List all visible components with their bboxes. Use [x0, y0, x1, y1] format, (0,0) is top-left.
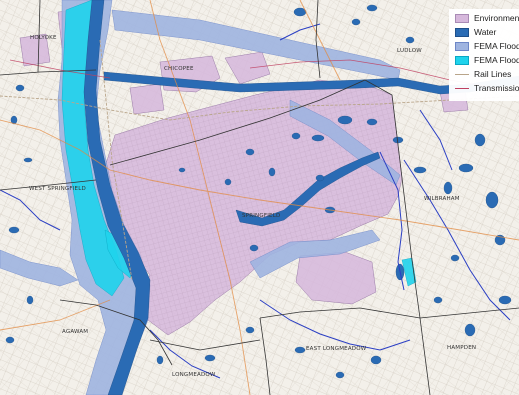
transmission-lines-swatch [455, 84, 469, 93]
label-chicopee: CHICOPEE [164, 66, 194, 72]
legend-item-rail-lines: Rail Lines [455, 68, 511, 80]
legend-label: Rail Lines [474, 69, 512, 79]
environmental-justice-swatch [455, 13, 469, 23]
label-longmeadow: LONGMEADOW [172, 372, 216, 378]
legend-item-environmental-justice: Environmental Justice [455, 12, 519, 24]
legend-label: Water [474, 27, 497, 37]
label-agawam: AGAWAM [62, 329, 88, 335]
label-holyoke: HOLYOKE [30, 35, 57, 41]
label-west-springfield: WEST SPRINGFIELD [29, 186, 86, 192]
town-labels: HOLYOKE CHICOPEE LUDLOW WEST SPRINGFIELD… [29, 35, 476, 378]
legend-label: Transmission Lines [474, 83, 519, 93]
label-wilbraham: WILBRAHAM [424, 196, 460, 202]
legend-item-fema-floodway: FEMA Floodway [455, 54, 519, 66]
label-ludlow: LUDLOW [397, 48, 422, 54]
fema-floodway-swatch [455, 55, 469, 65]
rail-lines [0, 39, 519, 281]
legend-item-water: Water [455, 26, 496, 38]
legend-item-fema-flood-zone: FEMA Flood Zone [455, 40, 519, 52]
label-east-longmeadow: EAST LONGMEADOW [306, 346, 367, 352]
legend-label: Environmental Justice [474, 13, 519, 23]
fema-flood-zone-swatch [455, 41, 469, 51]
legend-label: FEMA Flood Zone [474, 41, 519, 51]
map-legend: Environmental Justice Water FEMA Flood Z… [449, 9, 519, 101]
water-bodies [5, 0, 519, 395]
legend-label: FEMA Floodway [474, 55, 519, 65]
label-springfield: SPRINGFIELD [242, 213, 280, 219]
rail-lines-swatch [455, 70, 469, 79]
legend-item-transmission-lines: Transmission Lines [455, 82, 519, 94]
water-swatch [455, 27, 469, 37]
streams [0, 23, 511, 379]
label-hampden: HAMPDEN [447, 345, 476, 351]
